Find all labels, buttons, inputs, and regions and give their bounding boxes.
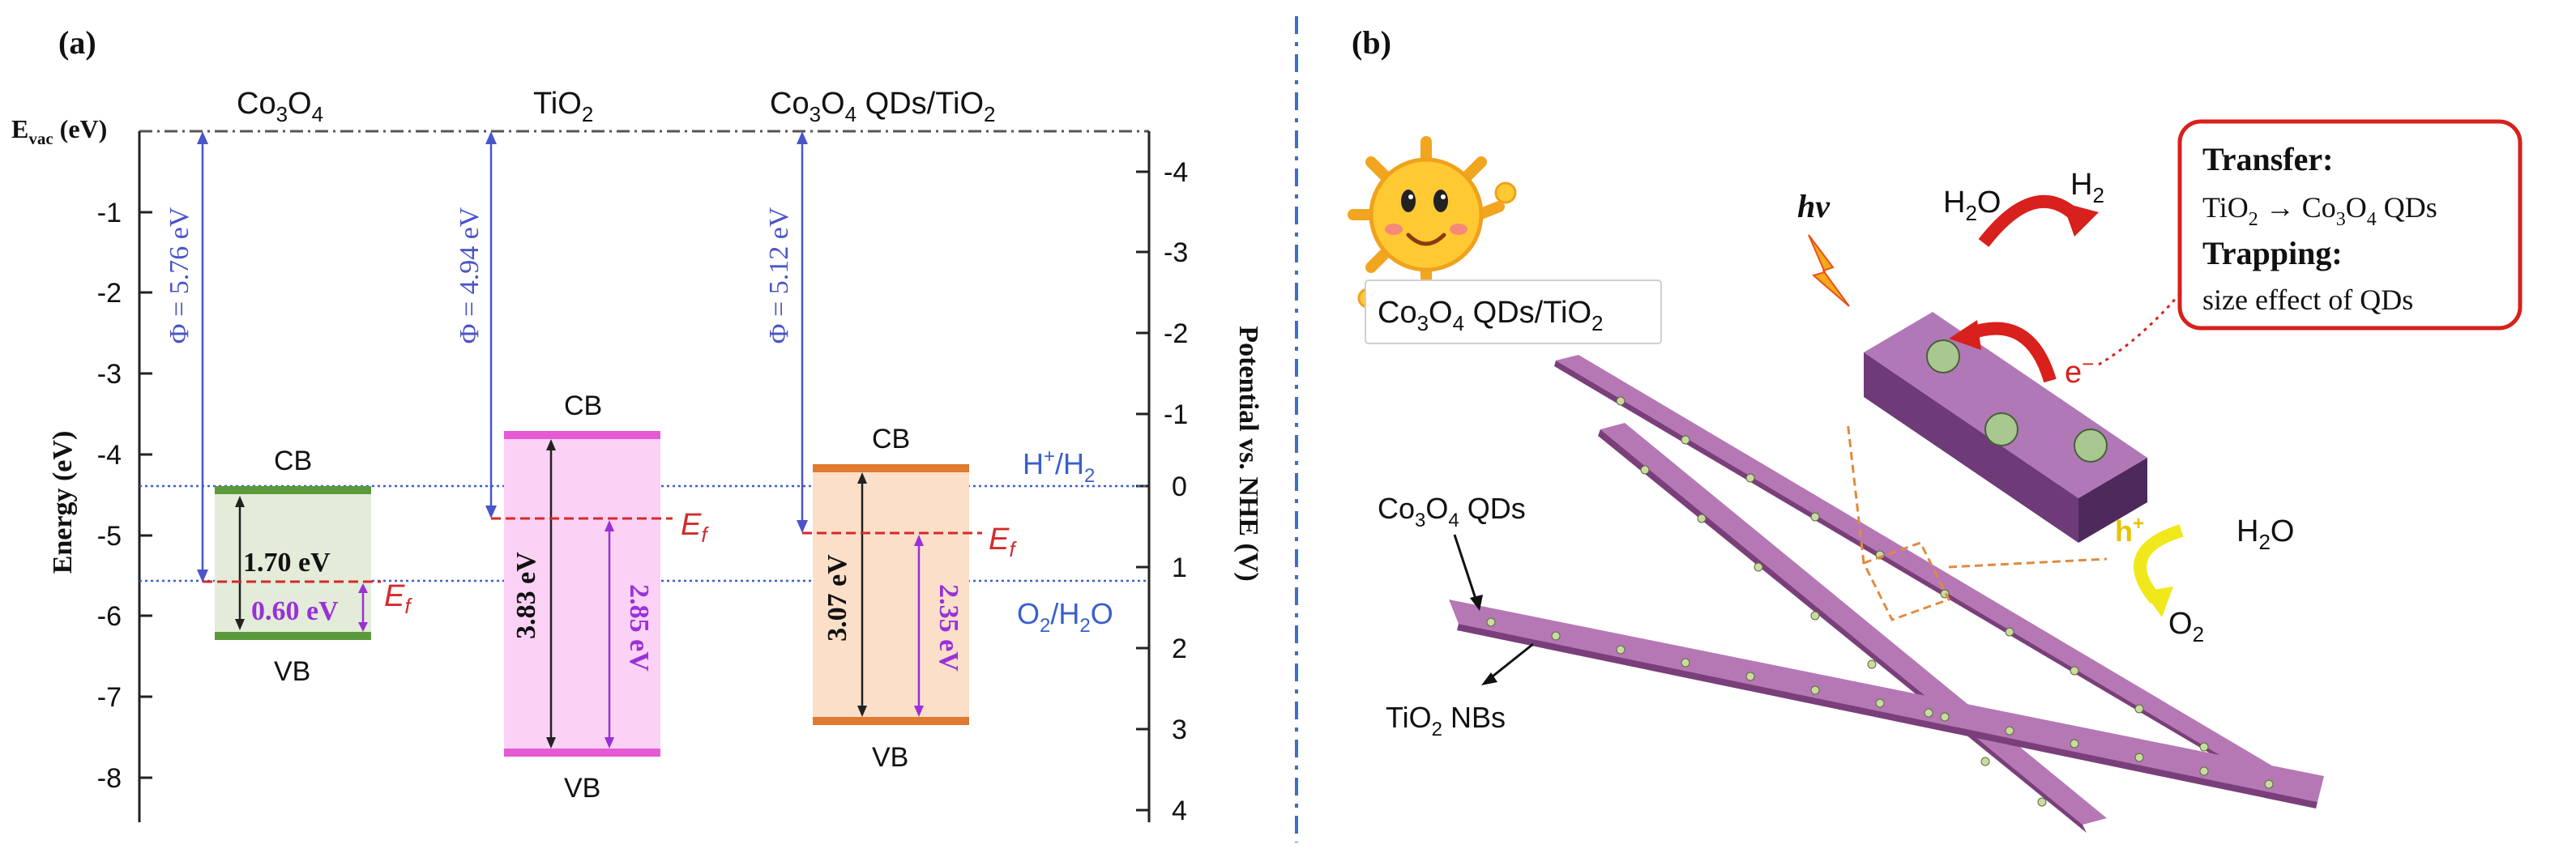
right-tick-label: -1: [1164, 399, 1188, 430]
nanobelt-long: [1556, 355, 2279, 779]
left-tick-label: -8: [97, 763, 122, 794]
right-axis-title: Potential vs. NHE (V): [1233, 326, 1263, 581]
header-tio2: TiO2: [533, 87, 593, 126]
co3o4-vb-bar: [215, 632, 371, 640]
quantum-dots: [1486, 396, 2274, 807]
co3o4-band-diagram: CB VB Φ = 5.76 eV 1.70 eV Ef 0.60 eV: [164, 131, 412, 687]
electron-transfer-arrow: [1967, 322, 2057, 383]
right-tick-label: -4: [1164, 157, 1188, 188]
light-bolt-icon: [1808, 234, 1850, 307]
right-tick-label: -2: [1164, 318, 1188, 349]
co3o4-cb-bar: [215, 486, 371, 494]
transfer-title: Transfer:: [2202, 141, 2333, 177]
o2-level-label: O2/H2O: [1017, 597, 1113, 637]
co3o4-phi-label: Φ = 5.76 eV: [164, 207, 194, 343]
zoom-region-marker: [1861, 541, 1951, 621]
transfer-text: TiO2 → Co3O4 QDs: [2202, 191, 2437, 230]
co3o4-ef-gap-label: 0.60 eV: [251, 596, 339, 626]
h2-label: H2: [2070, 168, 2104, 207]
left-tick-label: -2: [97, 278, 122, 309]
nanobelt-long-side: [1554, 361, 2265, 786]
left-tick-label: -3: [97, 359, 122, 390]
h2-level-label: H+/H2: [1023, 446, 1095, 487]
composite-gap-label: 3.07 eV: [822, 554, 852, 642]
nb-label: TiO2 NBs: [1386, 701, 1506, 740]
tio2-nanobelts: [1449, 355, 2324, 833]
sun-label-box: [1365, 279, 1662, 344]
right-axis-tick-labels: -4 -3 -2 -1 0 1 2 3 4: [1164, 157, 1188, 826]
magnified-nanobelt-block: [1864, 312, 2147, 543]
composite-ef-label: Ef: [989, 523, 1017, 561]
co3o4-ef-label: Ef: [384, 579, 412, 618]
nanobelt-bottom-side: [1457, 624, 2318, 808]
right-tick-label: 0: [1172, 471, 1187, 502]
composite-ef-gap-label: 2.35 eV: [933, 584, 963, 672]
sun-label: Co3O4 QDs/TiO2: [1378, 296, 1603, 335]
qd-pointer-arrow: [1453, 534, 1478, 602]
composite-vb-label: VB: [872, 742, 908, 773]
left-axis-tick-labels: -1 -2 -3 -4 -5 -6 -7 -8: [97, 198, 122, 794]
hv-label: hν: [1797, 188, 1831, 224]
header-composite: Co3O4 QDs/TiO2: [770, 87, 995, 126]
header-co3o4: Co3O4: [237, 87, 323, 126]
h2o-top-label: H2O: [1943, 186, 2001, 225]
tio2-band-diagram: CB VB Φ = 4.94 eV 3.83 eV Ef 2.85 eV: [455, 131, 709, 804]
left-tick-label: -7: [97, 682, 122, 713]
electron-label: e−: [2065, 352, 2094, 390]
co3o4-vb-label: VB: [274, 656, 310, 687]
tio2-vb-bar: [504, 749, 660, 757]
tio2-ef-label: Ef: [681, 508, 709, 547]
hole-label: h+: [2115, 513, 2144, 548]
composite-cb-label: CB: [872, 424, 910, 454]
magnified-quantum-dots: [1926, 339, 2108, 463]
sun-mascot-icon: [1348, 136, 1517, 309]
tio2-cb-label: CB: [564, 390, 602, 421]
panel-b: (b) Co3O4 QDs/T: [1348, 24, 2523, 833]
tio2-phi-label: Φ = 4.94 eV: [455, 207, 485, 343]
left-tick-label: -5: [97, 521, 122, 552]
panel-a-label: (a): [58, 24, 96, 61]
left-tick-label: -6: [97, 601, 122, 632]
mechanism-info-box: [2177, 119, 2523, 331]
co3o4-cb-label: CB: [274, 446, 312, 476]
panel-a: (a) Co3O4 TiO2 Co3O4 QDs/TiO2 Evac (eV): [11, 24, 1263, 826]
trapping-title: Trapping:: [2202, 235, 2343, 271]
h2o-right-label: H2O: [2236, 514, 2294, 554]
right-tick-label: 2: [1172, 634, 1187, 664]
composite-phi-label: Φ = 5.12 eV: [764, 207, 794, 343]
evac-label: Evac (eV): [11, 114, 107, 148]
tio2-gap-label: 3.83 eV: [511, 552, 541, 639]
right-tick-label: -3: [1164, 237, 1188, 268]
nb-pointer-arrow: [1489, 642, 1534, 680]
tio2-band-fill: [504, 435, 660, 753]
oxygen-evolution-arrow: [2134, 524, 2184, 604]
composite-vb-bar: [813, 717, 969, 725]
co3o4-gap-label: 1.70 eV: [243, 548, 331, 578]
tio2-vb-label: VB: [564, 773, 600, 804]
left-tick-label: -1: [97, 198, 122, 228]
trapping-text: size effect of QDs: [2202, 284, 2413, 316]
left-axis-ticks: [139, 211, 152, 779]
composite-band-diagram: CB VB Φ = 5.12 eV 3.07 eV Ef 2.35 eV: [764, 131, 1017, 773]
right-tick-label: 1: [1172, 552, 1187, 583]
composite-band-fill: [813, 468, 969, 721]
nanobelt-bottom: [1449, 599, 2324, 802]
electron-dotted-link: [2098, 295, 2180, 366]
panel-b-label: (b): [1352, 24, 1391, 61]
o2-label: O2: [2168, 607, 2204, 646]
tio2-ef-gap-label: 2.85 eV: [624, 584, 654, 672]
right-tick-label: 3: [1172, 715, 1187, 745]
right-axis-ticks: [1136, 170, 1149, 812]
right-tick-label: 4: [1172, 796, 1187, 826]
tio2-cb-bar: [504, 431, 660, 439]
qd-label: Co3O4 QDs: [1378, 492, 1526, 531]
left-axis-title: Energy (eV): [48, 431, 78, 574]
left-tick-label: -4: [97, 440, 122, 471]
composite-cb-bar: [813, 464, 969, 472]
